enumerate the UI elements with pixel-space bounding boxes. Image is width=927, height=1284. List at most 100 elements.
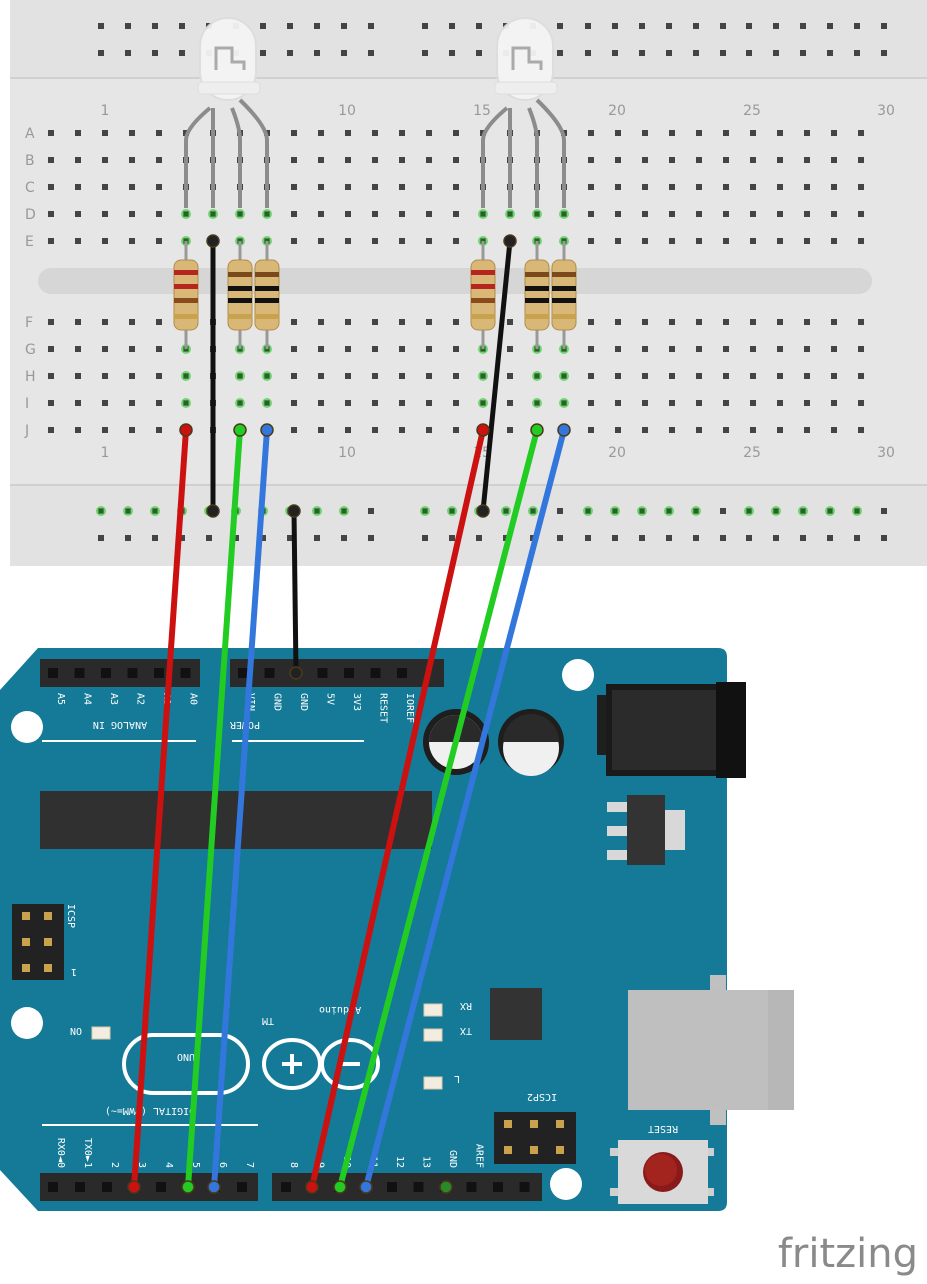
hole xyxy=(318,130,324,136)
resistor xyxy=(227,241,253,349)
column-number: 25 xyxy=(743,445,761,461)
on-label: ON xyxy=(70,1025,82,1036)
digital-title: DIGITAL (PWM=~) xyxy=(105,1105,195,1116)
column-number: 10 xyxy=(338,445,356,461)
hole xyxy=(156,130,162,136)
usb-connector xyxy=(628,975,794,1125)
rail-hole xyxy=(368,50,374,56)
hole xyxy=(831,157,837,163)
power-pin-label: GND xyxy=(272,693,283,711)
hole xyxy=(615,184,621,190)
rail-hole xyxy=(152,50,158,56)
rail-hole xyxy=(557,50,563,56)
analog-pin-label: A0 xyxy=(188,693,199,705)
hole xyxy=(507,346,513,352)
rail-hole xyxy=(585,23,591,29)
hole xyxy=(831,211,837,217)
row-letter: D xyxy=(25,207,36,223)
rail-hole xyxy=(449,50,455,56)
hole xyxy=(291,238,297,244)
hole xyxy=(129,157,135,163)
rail-hole xyxy=(881,50,887,56)
rail-hole xyxy=(476,50,482,56)
hole xyxy=(129,130,135,136)
hole xyxy=(858,400,864,406)
rail-hole xyxy=(287,535,293,541)
rail-hole xyxy=(773,535,779,541)
rail-hole xyxy=(341,535,347,541)
column-number: 1 xyxy=(101,103,110,119)
rail-hole xyxy=(287,23,293,29)
hole xyxy=(291,184,297,190)
hole xyxy=(723,319,729,325)
rail-hole xyxy=(125,50,131,56)
rail-hole xyxy=(666,23,672,29)
power-header xyxy=(230,659,444,687)
hole xyxy=(102,400,108,406)
hole xyxy=(372,211,378,217)
header-pin xyxy=(466,1182,477,1192)
hole xyxy=(858,184,864,190)
header-pin xyxy=(75,1182,85,1192)
wire-red-3 xyxy=(131,427,189,1190)
hole xyxy=(48,238,54,244)
rail-hole xyxy=(881,535,887,541)
wire-black-gnd-arduino xyxy=(291,508,299,676)
hole xyxy=(804,238,810,244)
rail-hole xyxy=(612,535,618,541)
hole xyxy=(669,319,675,325)
analog-pin-label: A2 xyxy=(135,693,146,705)
rail-hole xyxy=(314,535,320,541)
hole xyxy=(804,130,810,136)
hole xyxy=(804,427,810,433)
hole xyxy=(750,373,756,379)
hole xyxy=(75,157,81,163)
mounting-hole xyxy=(562,659,594,691)
row-letter: I xyxy=(25,396,29,412)
wire-end xyxy=(127,1180,141,1194)
hole xyxy=(102,319,108,325)
rail-hole xyxy=(720,23,726,29)
hole xyxy=(615,373,621,379)
hole xyxy=(723,373,729,379)
hole xyxy=(48,427,54,433)
header-pin xyxy=(493,1182,503,1192)
wire-end xyxy=(359,1180,373,1194)
row-letter: J xyxy=(24,423,29,439)
hole xyxy=(453,373,459,379)
hole xyxy=(426,346,432,352)
hole xyxy=(345,427,351,433)
hole xyxy=(102,238,108,244)
hole xyxy=(48,373,54,379)
voltage-regulator xyxy=(607,795,685,865)
hole xyxy=(453,238,459,244)
header-pin xyxy=(519,1182,530,1192)
rail-hole xyxy=(612,50,618,56)
rail-hole xyxy=(368,508,374,514)
hole xyxy=(615,427,621,433)
hole xyxy=(372,238,378,244)
fritzing-watermark: fritzing xyxy=(778,1231,918,1277)
hole xyxy=(291,211,297,217)
hole xyxy=(372,184,378,190)
hole xyxy=(156,319,162,325)
rail-hole xyxy=(800,535,806,541)
hole xyxy=(615,400,621,406)
hole xyxy=(642,427,648,433)
hole xyxy=(318,238,324,244)
hole xyxy=(48,157,54,163)
row-letter: C xyxy=(25,180,35,196)
rail-hole xyxy=(585,535,591,541)
hole xyxy=(129,346,135,352)
resistor xyxy=(254,241,280,349)
hole xyxy=(345,238,351,244)
power-pin-label: 5V xyxy=(325,693,336,705)
reset-button[interactable] xyxy=(610,1140,714,1204)
hole xyxy=(75,427,81,433)
header-pin xyxy=(238,668,248,678)
hole xyxy=(129,427,135,433)
wire-end xyxy=(206,234,220,248)
hole xyxy=(453,211,459,217)
